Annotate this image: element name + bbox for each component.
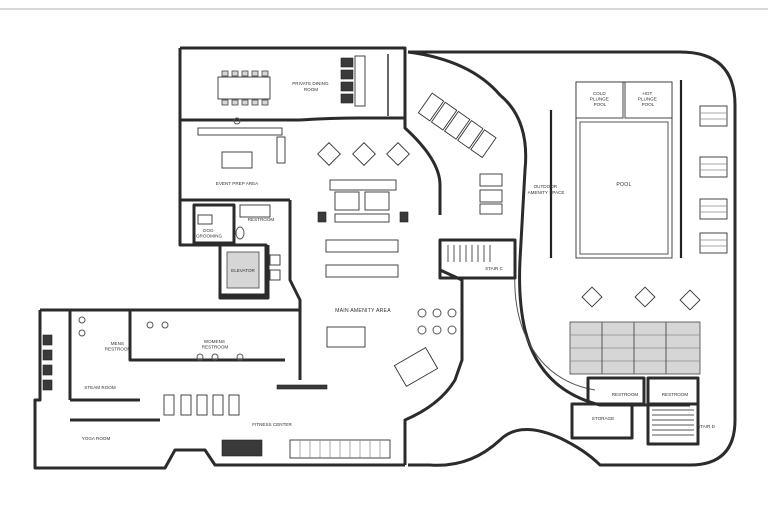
elevator-button xyxy=(269,254,281,266)
restroom-upper-label: RESTROOM xyxy=(248,217,275,222)
storage-label: STORAGE xyxy=(592,416,614,421)
stair-c-label: STAIR C xyxy=(485,266,503,271)
outdoor-inner-curve xyxy=(514,269,596,391)
cold-plunge-pool xyxy=(575,81,624,119)
womens-restroom-label: WOMENS RESTROOM xyxy=(202,339,229,350)
restroom-fixtures xyxy=(42,316,244,391)
outdoor-lounge-chairs xyxy=(417,92,497,159)
dog-grooming-label: DOG GROOMING xyxy=(196,228,222,239)
pool-label: POOL xyxy=(616,182,631,188)
main-seating-cluster xyxy=(317,179,409,223)
dining-booths xyxy=(340,54,389,116)
stair-d-label: STAIR D xyxy=(697,424,715,429)
stair-c xyxy=(438,238,517,280)
restroom-sink xyxy=(239,204,271,218)
private-dining-label: PRIVATE DINING ROOM xyxy=(292,81,330,92)
stair-d-treads xyxy=(652,409,694,436)
outdoor-tables xyxy=(581,286,701,311)
pool-loungers xyxy=(699,105,728,254)
dining-chairs xyxy=(221,70,269,106)
outdoor-restroom-2-label: RESTROOM xyxy=(662,392,689,397)
elevator-label: ELEVATOR xyxy=(231,268,255,273)
grooming-tub xyxy=(197,214,213,225)
hot-plunge-label: HOT PLUNGE POOL xyxy=(638,91,658,107)
outdoor-service-block xyxy=(570,376,700,446)
prep-counters xyxy=(197,117,286,164)
hot-plunge-pool xyxy=(624,81,673,119)
bar-counter xyxy=(325,264,399,278)
game-seating xyxy=(393,308,457,388)
dining-table xyxy=(217,76,271,100)
outdoor-side-seats xyxy=(479,173,503,215)
billiard-table xyxy=(326,326,366,348)
pool-basin xyxy=(579,121,669,255)
dog-grooming-room xyxy=(192,203,236,245)
fitness-center-label: FITNESS CENTER xyxy=(252,422,292,427)
outdoor-amenity-label: OUTDOOR AMENITY SPACE xyxy=(528,184,565,195)
steam-room-label: STEAM ROOM xyxy=(84,385,116,390)
event-prep-label: EVENT PREP AREA xyxy=(216,181,259,186)
pergola-area xyxy=(569,321,701,375)
kitchen-island xyxy=(325,239,399,253)
mens-restroom-label: MENS RESTROOM xyxy=(105,341,132,352)
lower-left-outline xyxy=(33,308,405,470)
main-amenity-label: MAIN AMENITY AREA xyxy=(335,308,391,314)
lounge-tables xyxy=(317,142,410,166)
fitness-equipment xyxy=(163,384,391,459)
elevator-shaft xyxy=(218,243,268,297)
restroom-toilet xyxy=(235,226,245,240)
main-amenity-outline xyxy=(288,116,464,465)
elevator-button-2 xyxy=(269,269,281,281)
outdoor-amenity-outline xyxy=(407,50,737,467)
elevator-car xyxy=(226,251,260,289)
prep-island xyxy=(221,151,253,169)
stair-c-treads xyxy=(447,245,491,262)
yoga-room-label: YOGA ROOM xyxy=(82,436,111,441)
outdoor-restroom-1-label: RESTROOM xyxy=(612,392,639,397)
cold-plunge-label: COLD PLUNGE POOL xyxy=(590,91,610,107)
